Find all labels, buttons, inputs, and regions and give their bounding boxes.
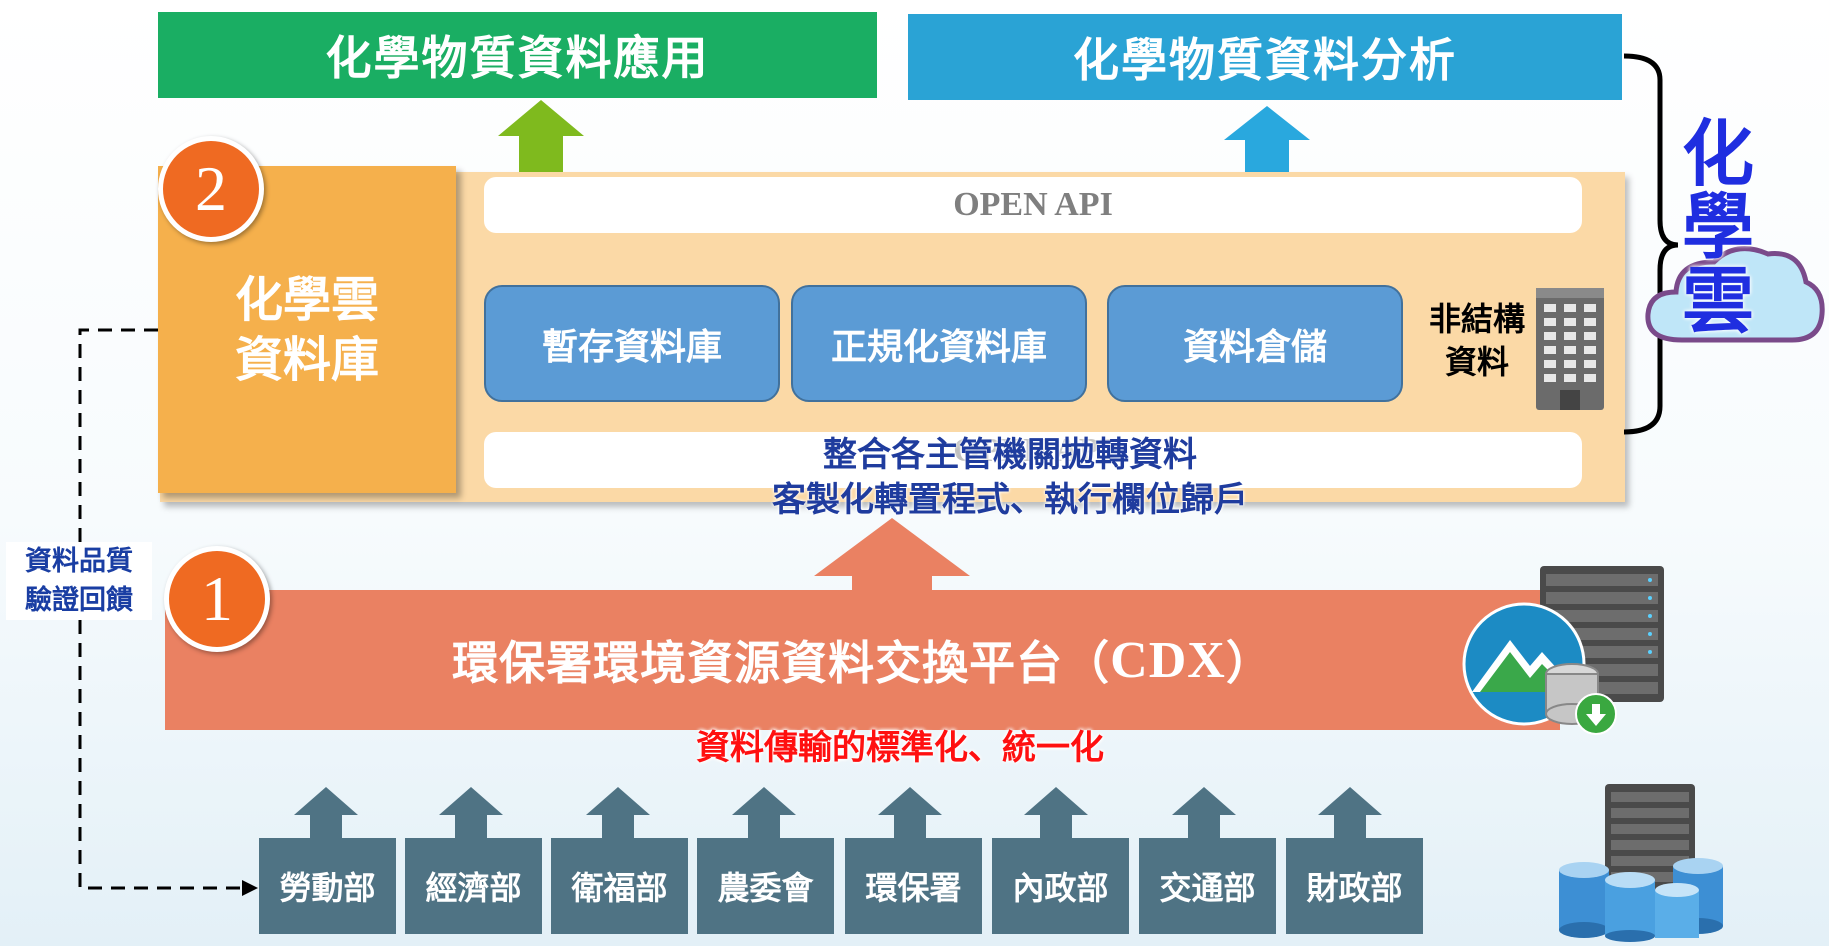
unstructured-line1: 非結構	[1428, 300, 1525, 338]
up-arrow-cdx	[814, 518, 970, 596]
analysis-banner: 化學物質資料分析	[908, 14, 1622, 100]
integration-note: 整合各主管機關拋轉資料 客製化轉置程式、執行欄位歸戶	[560, 433, 1460, 523]
cloud-database-box: 化學雲 資料庫	[158, 166, 456, 493]
ministry-finance: 財政部	[1286, 838, 1423, 934]
db-title-line1: 化學雲	[234, 271, 379, 328]
open-api-bar: OPEN API	[484, 177, 1582, 233]
ministry-epa: 環保署	[845, 838, 982, 934]
unstructured-line2: 資料	[1444, 343, 1509, 382]
quality-feedback-label: 資料品質 驗證回饋	[6, 542, 152, 621]
ministry-economic: 經濟部	[405, 838, 542, 934]
up-arrow-green	[498, 100, 584, 174]
db-title-line2: 資料庫	[234, 331, 379, 388]
quality-line2: 驗證回饋	[25, 585, 133, 617]
application-banner: 化學物質資料應用	[158, 12, 877, 98]
normalized-database: 正規化資料庫	[791, 285, 1087, 402]
cdx-close: ）	[1225, 636, 1273, 690]
up-arrow-blue	[1224, 106, 1310, 174]
integration-line1: 整合各主管機關拋轉資料	[823, 435, 1197, 475]
cloud-brace	[1623, 53, 1679, 435]
data-warehouse: 資料倉儲	[1107, 285, 1403, 402]
open-api-bar-bottom: OPEN API	[484, 432, 1582, 488]
quality-line1: 資料品質	[25, 546, 133, 577]
database-download-icon	[1545, 663, 1617, 735]
step-1-badge: 1	[164, 546, 270, 652]
ministry-arrows	[294, 787, 1382, 839]
ministry-agriculture: 農委會	[697, 838, 834, 934]
integration-line2: 客製化轉置程式、執行欄位歸戶	[772, 480, 1248, 521]
building-icon	[1536, 288, 1604, 410]
cdx-title: 環保署環境資源資料交換平台（	[452, 636, 1111, 690]
cdx-abbrev: CDX	[1110, 631, 1226, 689]
standardization-note: 資料傳輸的標準化、統一化	[696, 728, 1104, 768]
ministry-health: 衛福部	[551, 838, 688, 934]
cloud-icon	[1645, 246, 1825, 343]
ministry-interior: 內政部	[992, 838, 1129, 934]
unstructured-data-label: 非結構 資料	[1418, 298, 1536, 384]
chemical-cloud-label: 化學雲	[1682, 112, 1755, 343]
ministry-labor: 勞動部	[259, 838, 396, 934]
cdx-platform-bar: 環保署環境資源資料交換平台（CDX）	[165, 590, 1560, 730]
feedback-dashed-line	[78, 328, 258, 896]
step-2-badge: 2	[158, 136, 264, 242]
staging-database: 暫存資料庫	[484, 285, 780, 402]
server-database-cluster-icon	[1559, 784, 1723, 942]
ministry-transport: 交通部	[1139, 838, 1276, 934]
